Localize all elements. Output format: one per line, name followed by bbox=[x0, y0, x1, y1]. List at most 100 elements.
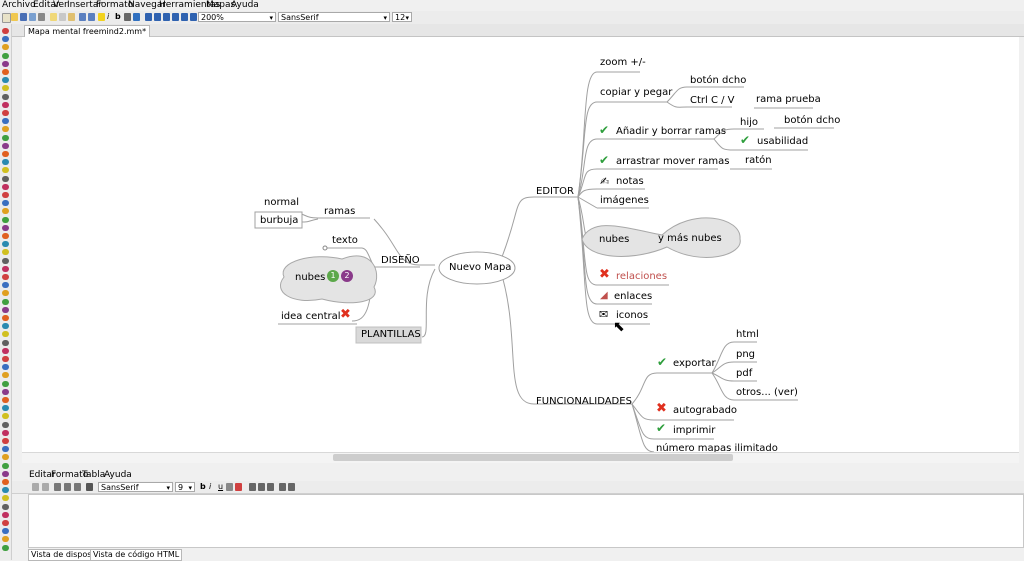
print-icon[interactable] bbox=[38, 13, 45, 21]
palette-icon[interactable] bbox=[2, 356, 9, 362]
menu-ver[interactable]: Ver bbox=[53, 0, 68, 10]
node-raton[interactable]: ratón bbox=[745, 155, 772, 166]
palette-icon[interactable] bbox=[2, 233, 9, 239]
tab-vista-codigo-html[interactable]: Vista de código HTML bbox=[90, 549, 183, 561]
size-select[interactable]: 12▾ bbox=[392, 12, 412, 22]
palette-icon[interactable] bbox=[2, 110, 9, 116]
palette-icon[interactable] bbox=[2, 282, 9, 289]
palette-icon[interactable] bbox=[2, 216, 9, 223]
node-nubes-editor[interactable]: nubes bbox=[599, 234, 630, 245]
palette-icon[interactable] bbox=[2, 274, 9, 280]
menu-herramientas[interactable]: Herramientas bbox=[159, 0, 221, 10]
palette-icon[interactable] bbox=[2, 192, 9, 198]
palette-icon[interactable] bbox=[2, 495, 9, 502]
node-hijo[interactable]: hijo bbox=[740, 117, 759, 128]
palette-icon[interactable] bbox=[2, 544, 9, 551]
list-icon[interactable] bbox=[279, 483, 286, 491]
redo-icon[interactable] bbox=[88, 13, 95, 21]
node-ctrl[interactable]: Ctrl C / V bbox=[690, 95, 735, 106]
palette-icon[interactable] bbox=[2, 77, 9, 84]
align-right-icon[interactable] bbox=[267, 483, 274, 491]
node-arrastrar[interactable]: arrastrar mover ramas bbox=[616, 156, 730, 167]
palette-icon[interactable] bbox=[2, 347, 9, 354]
palette-icon[interactable] bbox=[2, 462, 9, 469]
copy-icon[interactable] bbox=[64, 483, 71, 491]
palette-icon[interactable] bbox=[2, 397, 9, 403]
menu-mapas[interactable]: Mapas bbox=[206, 0, 236, 10]
note-menu-editar[interactable]: Editar bbox=[29, 470, 56, 480]
note-font-select[interactable]: SansSerif▾ bbox=[98, 482, 173, 492]
palette-icon[interactable] bbox=[2, 536, 9, 543]
node-notas[interactable]: notas bbox=[616, 176, 644, 187]
node-plantillas[interactable]: PLANTILLAS bbox=[361, 329, 421, 340]
palette-icon[interactable] bbox=[2, 44, 9, 51]
palette-icon[interactable] bbox=[2, 85, 9, 92]
paste-icon[interactable] bbox=[68, 13, 75, 21]
node-nubes-left[interactable]: nubes bbox=[295, 272, 326, 283]
node-copiar[interactable]: copiar y pegar bbox=[600, 87, 673, 98]
palette-icon[interactable] bbox=[2, 446, 9, 453]
diamond-icon[interactable] bbox=[163, 13, 170, 21]
palette-icon[interactable] bbox=[2, 167, 9, 174]
node-rama-prueba[interactable]: rama prueba bbox=[756, 94, 821, 105]
node-boton-dcho-2[interactable]: botón dcho bbox=[784, 115, 841, 126]
palette-icon[interactable] bbox=[2, 470, 9, 477]
palette-icon[interactable] bbox=[2, 36, 9, 43]
color-icon[interactable] bbox=[133, 13, 140, 21]
palette-icon[interactable] bbox=[2, 200, 9, 207]
palette-icon[interactable] bbox=[2, 208, 9, 215]
palette-icon[interactable] bbox=[2, 331, 9, 338]
minus-icon[interactable] bbox=[172, 13, 179, 21]
node-iconos[interactable]: iconos bbox=[616, 310, 649, 321]
menu-formato[interactable]: Formato bbox=[96, 0, 134, 10]
node-png[interactable]: png bbox=[736, 349, 756, 360]
palette-icon[interactable] bbox=[2, 372, 9, 379]
mind-map-canvas[interactable]: Nuevo Mapa DISEÑO ramas normal burbuja t… bbox=[22, 37, 1019, 452]
tab-map[interactable]: Mapa mental freemind2.mm* bbox=[24, 25, 151, 37]
note-menu-tabla[interactable]: Tabla bbox=[82, 470, 106, 480]
cut-icon[interactable] bbox=[50, 13, 57, 21]
align-left-icon[interactable] bbox=[249, 483, 256, 491]
root-node[interactable]: Nuevo Mapa bbox=[449, 262, 512, 273]
palette-icon[interactable] bbox=[2, 306, 9, 313]
palette-icon[interactable] bbox=[2, 405, 9, 412]
node-relaciones[interactable]: relaciones bbox=[616, 271, 668, 282]
cut-icon[interactable] bbox=[54, 483, 61, 491]
palette-icon[interactable] bbox=[2, 487, 9, 494]
menu-navegar[interactable]: Navegar bbox=[128, 0, 167, 10]
bold-icon[interactable]: b bbox=[115, 12, 121, 21]
node-idea-central[interactable]: idea central bbox=[281, 311, 341, 322]
palette-icon[interactable] bbox=[2, 69, 9, 75]
node-usabilidad[interactable]: usabilidad bbox=[757, 136, 809, 147]
palette-icon[interactable] bbox=[2, 503, 9, 510]
palette-icon[interactable] bbox=[2, 315, 9, 321]
scroll-thumb[interactable] bbox=[333, 454, 733, 461]
palette-icon[interactable] bbox=[2, 388, 9, 395]
palette-icon[interactable] bbox=[2, 257, 9, 264]
note-menu-ayuda[interactable]: Ayuda bbox=[104, 470, 132, 480]
link-icon[interactable] bbox=[124, 13, 131, 21]
align-center-icon[interactable] bbox=[258, 483, 265, 491]
node-zoom[interactable]: zoom +/- bbox=[600, 57, 646, 68]
palette-icon[interactable] bbox=[2, 454, 9, 461]
open-icon[interactable] bbox=[11, 13, 18, 21]
undo-icon[interactable] bbox=[79, 13, 86, 21]
node-otros[interactable]: otros... (ver) bbox=[736, 387, 798, 398]
strike-icon[interactable] bbox=[226, 483, 233, 491]
plus-icon[interactable] bbox=[181, 13, 188, 21]
arrow-right-icon[interactable] bbox=[154, 13, 161, 21]
bold-icon[interactable]: b bbox=[200, 482, 206, 491]
node-numero[interactable]: número mapas ilimitado bbox=[656, 443, 778, 452]
new-icon[interactable] bbox=[2, 13, 11, 23]
italic-icon[interactable]: i bbox=[209, 482, 212, 491]
node-exportar[interactable]: exportar bbox=[673, 358, 716, 369]
palette-icon[interactable] bbox=[2, 52, 9, 59]
node-texto[interactable]: texto bbox=[332, 235, 358, 246]
palette-icon[interactable] bbox=[2, 159, 9, 166]
palette-icon[interactable] bbox=[2, 118, 9, 125]
undo-icon[interactable] bbox=[32, 483, 39, 491]
note-menu-formato[interactable]: Formato bbox=[51, 470, 89, 480]
palette-icon[interactable] bbox=[2, 93, 9, 100]
node-pdf[interactable]: pdf bbox=[736, 368, 753, 379]
node-anadir[interactable]: Añadir y borrar ramas bbox=[616, 126, 727, 137]
